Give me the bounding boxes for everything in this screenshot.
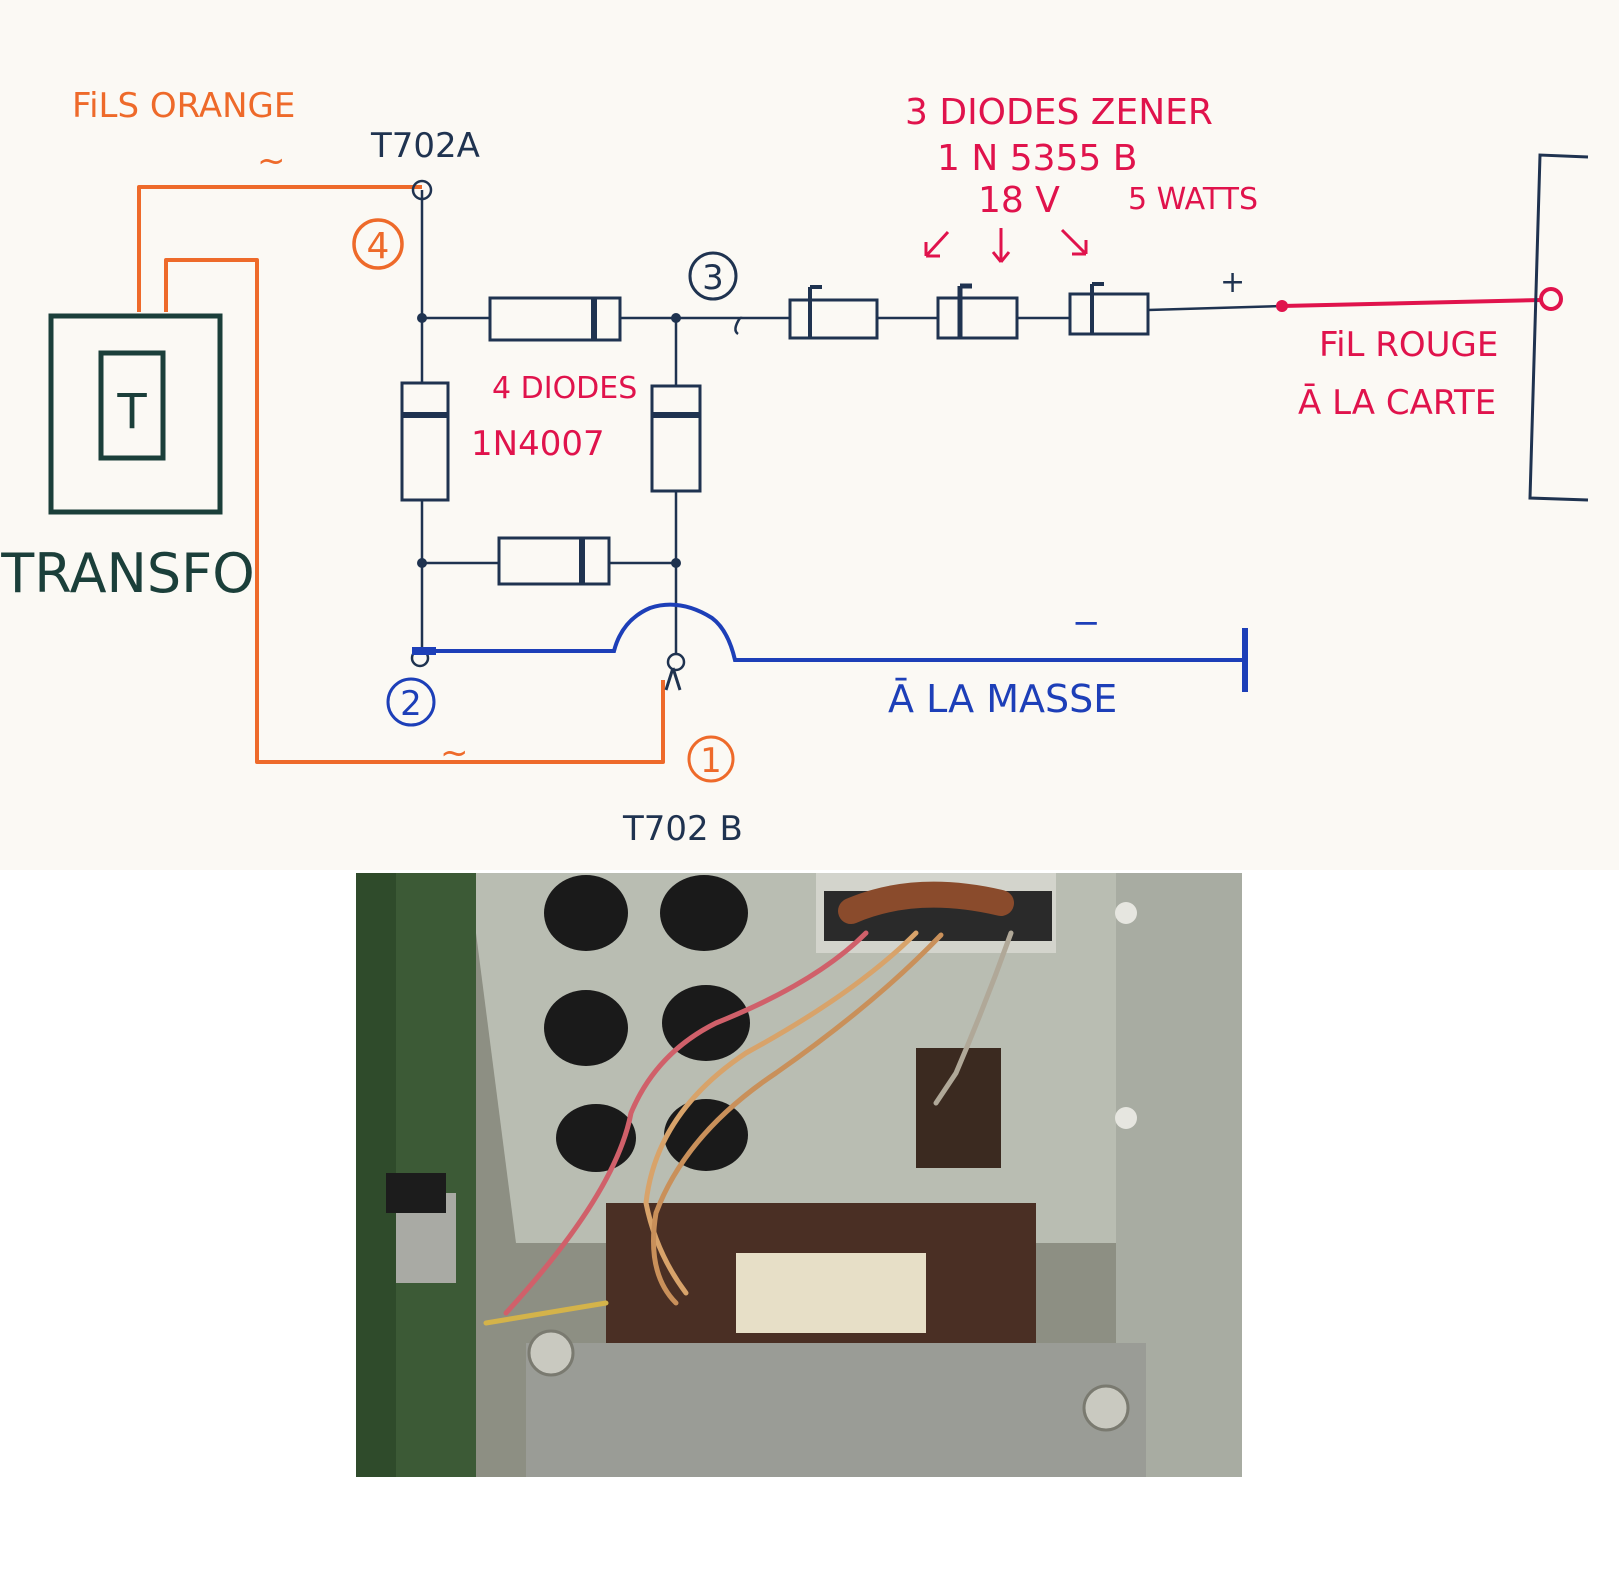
t702b-arrow	[664, 667, 682, 691]
junction-dot-left	[417, 313, 427, 323]
svg-text:2: 2	[400, 684, 422, 724]
zener-diode-3	[1068, 282, 1150, 336]
zener-diodes-sleeve	[838, 881, 1014, 924]
transformer: T TRANSFO	[0, 313, 255, 605]
node-4: 4	[352, 218, 404, 270]
photo-illustration	[356, 873, 1242, 1477]
ac-symbol-bottom: ~	[440, 733, 469, 773]
junction-dot-bottom-left	[417, 558, 427, 568]
rectifier-diodes-ref: 1N4007	[471, 424, 605, 464]
zener-voltage: 18 V	[978, 180, 1060, 221]
orange-wires	[137, 185, 665, 764]
diode-right	[650, 384, 702, 493]
red-wire	[1276, 287, 1563, 312]
transformer-body	[48, 313, 223, 515]
rectifier-diodes-label: 4 DIODES	[492, 371, 637, 406]
power-supply-photo	[356, 873, 1242, 1477]
ground-label: Ā LA MASSE	[888, 677, 1117, 721]
wiring-diagram: T TRANSFO FiLS ORANGE ~ ~ 4 3 2 1 T702A …	[0, 86, 1589, 849]
zener-arrows	[924, 228, 1088, 263]
diode-bottom	[497, 536, 611, 586]
junction-dot-bottom-right	[671, 558, 681, 568]
node-2: 2	[386, 677, 436, 727]
zener-diodes-title: 3 DIODES ZENER	[905, 92, 1213, 133]
node-1: 1	[687, 735, 735, 783]
mounting-screw-left	[527, 1329, 575, 1377]
transformer-symbol-text: T	[116, 384, 147, 440]
orange-wire-bottom	[164, 258, 665, 764]
terminal-t702b	[666, 652, 686, 672]
zener-diodes-ref: 1 N 5355 B	[937, 138, 1137, 179]
zener-diode-2	[936, 283, 1019, 340]
orange-wire-top	[137, 185, 422, 312]
ac-symbol-top: ~	[257, 141, 286, 181]
zener-power: 5 WATTS	[1128, 182, 1258, 217]
diode-left	[400, 381, 450, 502]
junction-dot-right	[671, 313, 681, 323]
ground-wire	[412, 602, 1248, 692]
terminal-t702a-label: T702A	[370, 126, 480, 166]
terminal-t702a	[411, 179, 433, 201]
photo-wires	[483, 930, 1014, 1326]
red-wire-label-1: FiL ROUGE	[1319, 325, 1498, 365]
svg-text:1: 1	[700, 741, 722, 781]
board-outline	[1528, 153, 1589, 502]
positive-sign: +	[1220, 265, 1245, 300]
transformer-core	[98, 350, 166, 461]
orange-wires-label: FiLS ORANGE	[72, 86, 295, 126]
red-wire-label-2: Ā LA CARTE	[1298, 383, 1496, 423]
terminal-t702b-label: T702 B	[622, 809, 743, 849]
node-3: 3	[688, 251, 738, 301]
zener-diode-1	[788, 285, 879, 340]
transformer-label: TRANSFO	[0, 542, 255, 605]
svg-text:3: 3	[702, 258, 724, 298]
mounting-screw-right	[1082, 1384, 1130, 1432]
schematic-sheet: T TRANSFO FiLS ORANGE ~ ~ 4 3 2 1 T702A …	[0, 0, 1619, 870]
diode-top	[488, 296, 622, 342]
svg-text:4: 4	[367, 226, 390, 267]
negative-sign: −	[1072, 603, 1101, 643]
